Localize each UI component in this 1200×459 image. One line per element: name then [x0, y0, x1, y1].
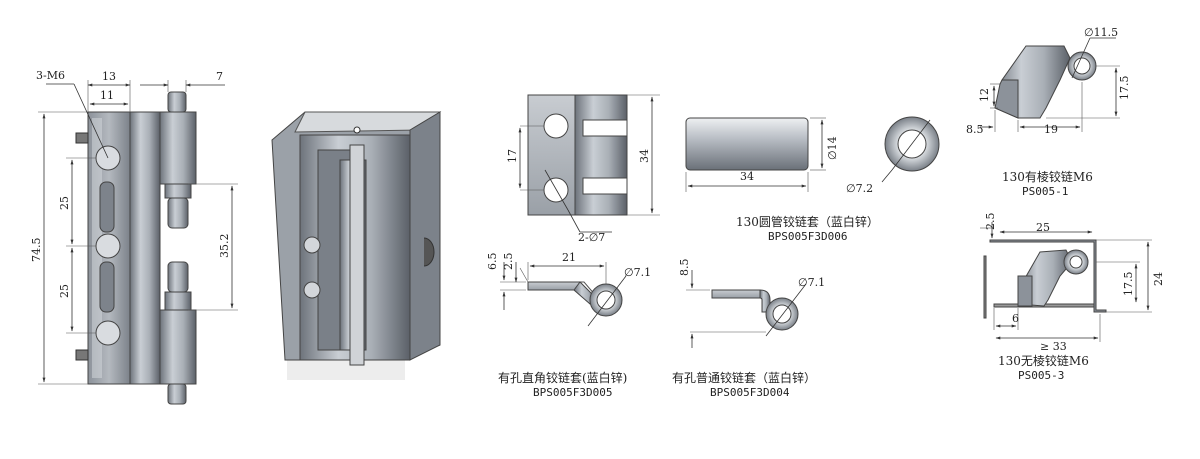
dim-74-5: 74.5: [30, 238, 43, 263]
hinge-3d-view: [271, 111, 442, 380]
edged-dim-17-5: 17.5: [1118, 76, 1131, 101]
normal-code: BPS005F3D004: [710, 386, 790, 399]
dim-25-upper: 25: [58, 196, 71, 210]
edgeless-code: PS005-3: [1018, 369, 1064, 382]
hinge-front-view: 3-M6 13 11 7 74.5 25 25 35.2: [30, 69, 238, 405]
edgeless-dim-33: ≥ 33: [1040, 340, 1067, 353]
sleeve-plate-view: 17 34 2-∅7: [506, 94, 660, 244]
edgeless-hinge: 2.5 25 17.5 24 6 ≥ 33 130无棱铰链M6 PS005-3: [980, 213, 1165, 382]
ra-code: BPS005F3D005: [533, 386, 612, 399]
edged-caption: 130有棱铰链M6: [1002, 169, 1093, 184]
normal-dim-8-5: 8.5: [678, 259, 691, 277]
tube-dim-14: ∅14: [826, 136, 839, 160]
edged-hinge: ∅11.5 12 17.5 8.5 19 130有棱铰链M6 PS005-1: [966, 26, 1131, 198]
dim-2-holes: 2-∅7: [578, 231, 605, 244]
dim-11: 11: [100, 89, 114, 102]
ra-dim-2-5: 2.5: [502, 253, 515, 271]
sleeve-hole: [543, 113, 569, 139]
ra-dim-hole: ∅7.1: [624, 266, 651, 279]
edged-dim-19: 19: [1044, 123, 1058, 136]
edged-code: PS005-1: [1022, 185, 1068, 198]
edgeless-dim-17-5: 17.5: [1122, 272, 1135, 297]
ra-dim-21: 21: [562, 251, 576, 264]
edged-dim-8-5: 8.5: [966, 123, 984, 136]
edged-dim-12: 12: [978, 88, 991, 102]
dim-thread: 3-M6: [36, 69, 65, 82]
tube-sleeve: 34 ∅14 ∅7.2 130圆管铰链套（蓝白锌） BPS005F3D006: [685, 116, 940, 243]
sleeve-hole: [543, 177, 569, 203]
edgeless-caption: 130无棱铰链M6: [998, 353, 1089, 368]
tube-code: BPS005F3D006: [768, 230, 847, 243]
tube-dim-34: 34: [740, 170, 754, 183]
tube-caption: 130圆管铰链套（蓝白锌）: [736, 214, 879, 229]
dim-25-lower: 25: [58, 284, 71, 298]
edgeless-dim-2-5: 2.5: [984, 213, 997, 231]
dim-13: 13: [102, 70, 116, 83]
edgeless-dim-24: 24: [1152, 272, 1165, 286]
edgeless-dim-25: 25: [1036, 221, 1050, 234]
dim-7: 7: [216, 70, 223, 83]
ra-dim-6-5: 6.5: [486, 253, 499, 271]
ra-caption: 有孔直角铰链套(蓝白锌): [498, 370, 627, 385]
dim-34: 34: [638, 149, 651, 163]
dim-17: 17: [506, 149, 519, 163]
mount-hole: [95, 320, 121, 346]
right-angle-sleeve: 6.5 2.5 21 ∅7.1 有孔直角铰链套(蓝白锌) BPS005F3D00…: [486, 251, 651, 399]
normal-dim-hole: ∅7.1: [798, 276, 825, 289]
edgeless-dim-6: 6: [1012, 312, 1019, 325]
normal-caption: 有孔普通铰链套（蓝白锌）: [672, 370, 816, 385]
edged-dim-11-5: ∅11.5: [1084, 26, 1118, 39]
dim-35-2: 35.2: [218, 234, 231, 259]
tube-dim-7-2: ∅7.2: [846, 182, 873, 195]
hinge-dimensions: 3-M6 13 11 7 74.5 25 25 35.2: [30, 69, 238, 385]
mount-hole: [95, 233, 121, 259]
normal-sleeve: 8.5 ∅7.1 有孔普通铰链套（蓝白锌） BPS005F3D004: [672, 259, 825, 400]
